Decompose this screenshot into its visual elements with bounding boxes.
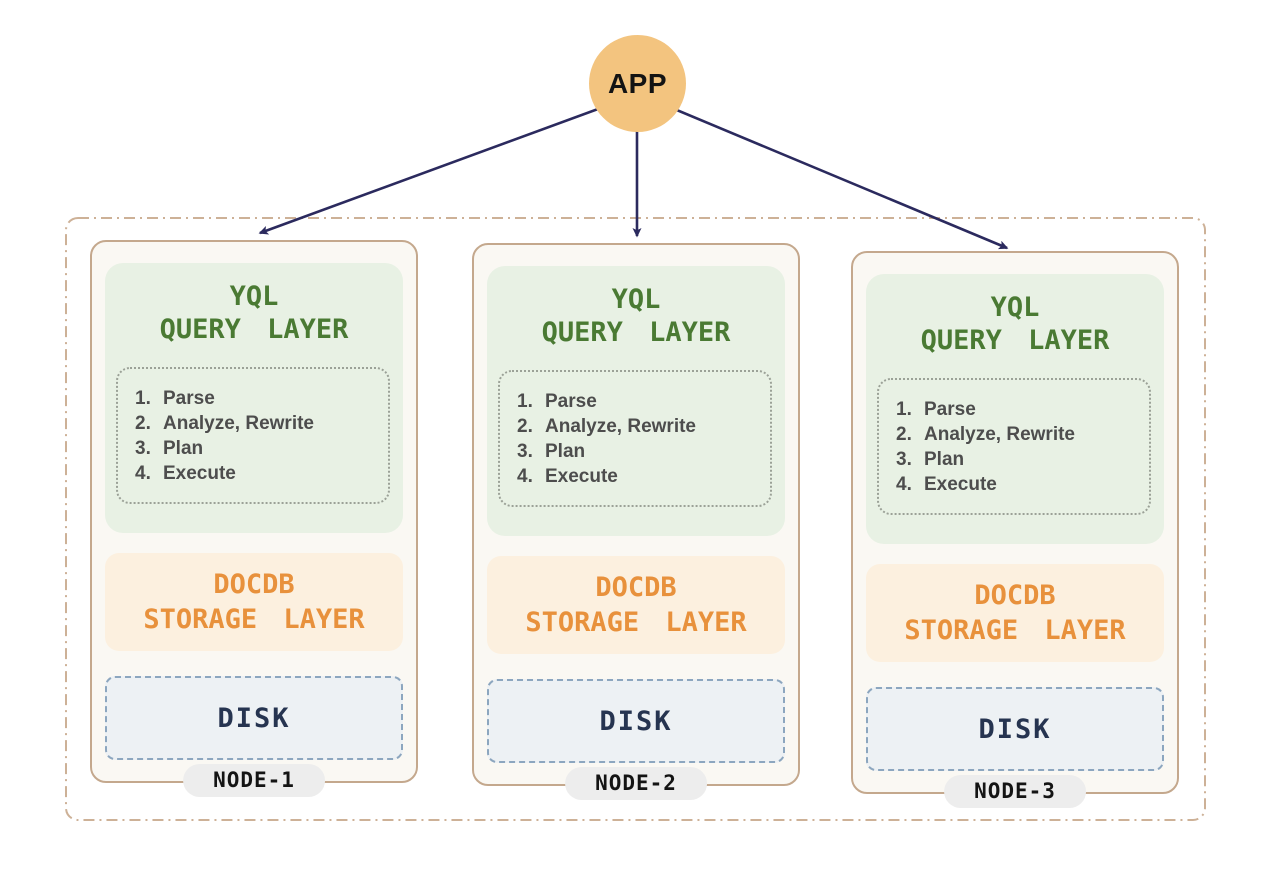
query-step: 2. Analyze, Rewrite [517,414,770,439]
query-step: 4. Execute [135,461,388,486]
disk-label: DISK [978,713,1052,745]
step-number: 1. [517,391,533,412]
node-badge-1: NODE-1 [183,764,325,797]
step-label: Plan [545,441,586,462]
query-layer-box: YQL QUERY LAYER 1. Parse 2. Analyze, Rew… [487,266,785,536]
step-label: Execute [163,463,236,484]
step-number: 3. [517,441,533,462]
node-card-2: YQL QUERY LAYER 1. Parse 2. Analyze, Rew… [472,243,800,800]
storage-layer-title-line2: STORAGE LAYER [525,607,747,638]
disk-box: DISK [866,687,1164,771]
step-label: Parse [545,391,597,412]
storage-layer-box: DOCDB STORAGE LAYER [866,564,1164,662]
step-label: Analyze, Rewrite [924,424,1075,445]
arrow-app-to-node-3 [647,96,1009,250]
step-label: Analyze, Rewrite [545,416,696,437]
step-label: Plan [163,438,204,459]
query-step: 4. Execute [896,472,1149,497]
storage-layer-box: DOCDB STORAGE LAYER [487,556,785,654]
step-label: Plan [924,449,965,470]
query-step: 2. Analyze, Rewrite [135,411,388,436]
query-layer-box: YQL QUERY LAYER 1. Parse 2. Analyze, Rew… [105,263,403,533]
query-step: 3. Plan [135,436,388,461]
query-layer-title-line1: YQL [990,292,1040,323]
step-number: 3. [135,438,151,459]
arrow-app-to-node-1 [258,96,629,235]
query-step: 3. Plan [517,439,770,464]
query-layer-title-line2: QUERY LAYER [920,325,1110,356]
storage-layer-title-line2: STORAGE LAYER [904,615,1126,646]
query-layer-title: YQL QUERY LAYER [487,266,785,349]
query-layer-title-line1: YQL [229,281,279,312]
step-label: Parse [924,399,976,420]
storage-layer-box: DOCDB STORAGE LAYER [105,553,403,651]
storage-layer-title-line1: DOCDB [974,580,1056,611]
query-steps-box: 1. Parse 2. Analyze, Rewrite 3. Plan 4. … [877,378,1151,515]
app-node: APP [589,35,686,132]
query-layer-box: YQL QUERY LAYER 1. Parse 2. Analyze, Rew… [866,274,1164,544]
step-number: 2. [896,424,912,445]
step-number: 2. [135,413,151,434]
node-badge-3: NODE-3 [944,775,1086,808]
step-number: 2. [517,416,533,437]
query-step: 4. Execute [517,464,770,489]
query-step: 1. Parse [517,389,770,414]
disk-label: DISK [217,702,291,734]
node-card-3: YQL QUERY LAYER 1. Parse 2. Analyze, Rew… [851,251,1179,808]
step-number: 3. [896,449,912,470]
step-label: Execute [924,474,997,495]
query-step: 3. Plan [896,447,1149,472]
node-badge-label: NODE-1 [213,768,295,792]
query-layer-title-line2: QUERY LAYER [541,317,731,348]
query-step: 1. Parse [135,386,388,411]
step-number: 4. [896,474,912,495]
step-number: 1. [135,388,151,409]
disk-box: DISK [105,676,403,760]
step-number: 4. [135,463,151,484]
query-steps-box: 1. Parse 2. Analyze, Rewrite 3. Plan 4. … [116,367,390,504]
storage-layer-title-line1: DOCDB [213,569,295,600]
query-layer-title-line1: YQL [611,284,661,315]
node-badge-label: NODE-2 [595,771,677,795]
step-label: Parse [163,388,215,409]
step-label: Execute [545,466,618,487]
node-badge-2: NODE-2 [565,767,707,800]
step-label: Analyze, Rewrite [163,413,314,434]
query-steps-box: 1. Parse 2. Analyze, Rewrite 3. Plan 4. … [498,370,772,507]
query-layer-title-line2: QUERY LAYER [159,314,349,345]
node-card-1: YQL QUERY LAYER 1. Parse 2. Analyze, Rew… [90,240,418,797]
step-number: 1. [896,399,912,420]
disk-label: DISK [599,705,673,737]
query-step: 1. Parse [896,397,1149,422]
step-number: 4. [517,466,533,487]
app-label: APP [607,67,668,99]
query-layer-title: YQL QUERY LAYER [105,263,403,346]
query-step: 2. Analyze, Rewrite [896,422,1149,447]
storage-layer-title-line2: STORAGE LAYER [143,604,365,635]
disk-box: DISK [487,679,785,763]
node-badge-label: NODE-3 [974,779,1056,803]
storage-layer-title-line1: DOCDB [595,572,677,603]
query-layer-title: YQL QUERY LAYER [866,274,1164,357]
